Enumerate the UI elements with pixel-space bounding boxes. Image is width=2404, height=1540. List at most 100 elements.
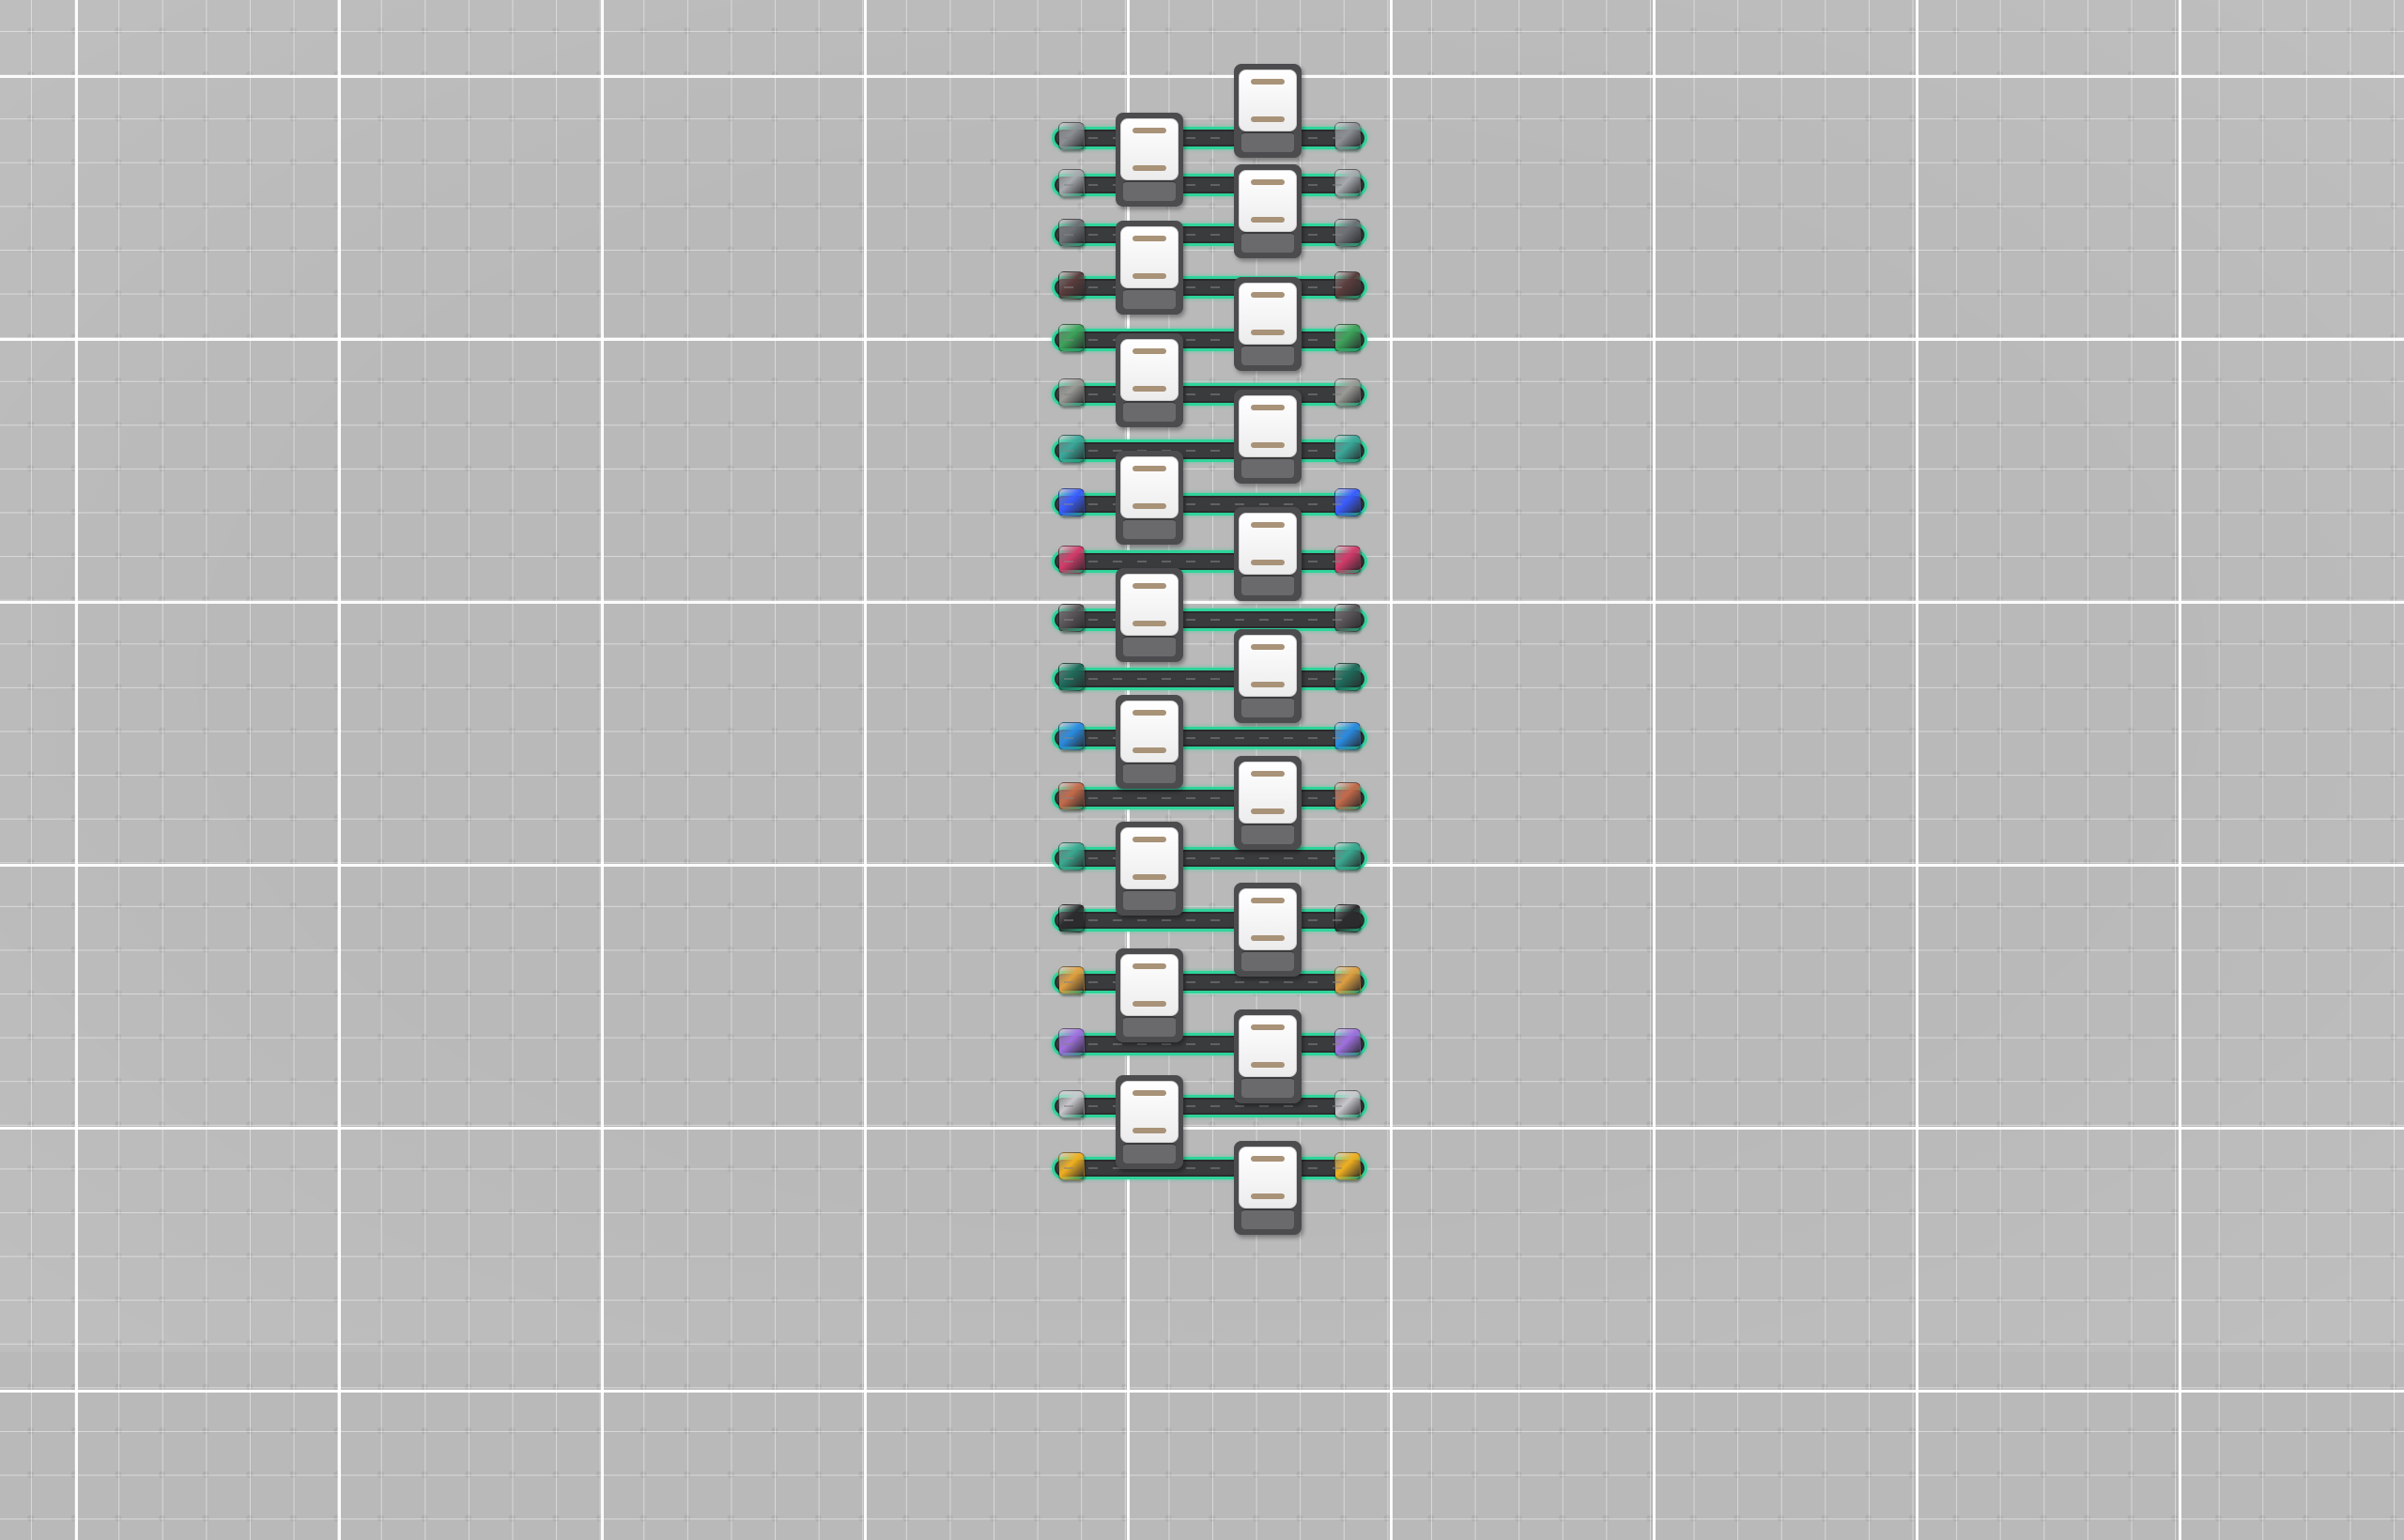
assembler-machine[interactable] [1234, 629, 1302, 723]
assembler-machine[interactable] [1234, 507, 1302, 601]
conveyor-belt[interactable] [1052, 842, 1367, 870]
thruster-icon[interactable] [1058, 1152, 1085, 1180]
conveyor-belt[interactable] [1052, 722, 1367, 750]
conveyor-belt[interactable] [1052, 122, 1367, 150]
assembler-machine[interactable] [1234, 1009, 1302, 1103]
conveyor-belt[interactable] [1052, 604, 1367, 632]
conveyor-belt[interactable] [1052, 782, 1367, 810]
conveyor-belt[interactable] [1052, 1152, 1367, 1180]
machine-base [1123, 401, 1176, 422]
assembler-machine[interactable] [1116, 221, 1183, 315]
copper-plate-icon[interactable] [1058, 782, 1085, 810]
energy-cell-icon[interactable] [1058, 488, 1085, 516]
assembler-machine[interactable] [1116, 695, 1183, 789]
teal-panel-icon[interactable] [1334, 435, 1361, 463]
concrete-block-icon[interactable] [1334, 378, 1361, 407]
conveyor-belt[interactable] [1052, 1028, 1367, 1056]
machine-housing [1120, 954, 1179, 1016]
steel-beam-icon[interactable] [1058, 1090, 1085, 1118]
machine-vent-icon [1133, 1090, 1166, 1096]
machine-vent-icon [1133, 236, 1166, 241]
carbon-mesh-icon[interactable] [1058, 904, 1085, 932]
machine-vent-icon [1251, 1156, 1285, 1162]
teal-sheet-icon[interactable] [1334, 842, 1361, 870]
assembler-machine[interactable] [1234, 390, 1302, 484]
motor-coil-icon[interactable] [1334, 271, 1361, 300]
carbon-mesh-icon[interactable] [1334, 904, 1361, 932]
machine-vent-icon [1133, 710, 1166, 716]
engine-module-icon[interactable] [1334, 604, 1361, 632]
machine-base [1241, 1077, 1294, 1098]
assembler-machine[interactable] [1116, 948, 1183, 1042]
teal-panel-icon[interactable] [1058, 435, 1085, 463]
machine-base [1241, 457, 1294, 478]
processor-chip-icon[interactable] [1334, 966, 1361, 994]
energy-cell-icon[interactable] [1334, 488, 1361, 516]
machine-housing [1239, 69, 1297, 131]
gear-icon[interactable] [1334, 219, 1361, 247]
metal-plate-icon[interactable] [1334, 122, 1361, 150]
conveyor-belt[interactable] [1052, 546, 1367, 574]
plasma-battery-icon[interactable] [1334, 722, 1361, 750]
engine-module-icon[interactable] [1058, 604, 1085, 632]
machine-vent-icon [1133, 128, 1166, 133]
conveyor-belt[interactable] [1052, 663, 1367, 691]
quantum-canister-icon[interactable] [1058, 1028, 1085, 1056]
conveyor-belt[interactable] [1052, 1090, 1367, 1118]
machine-vent-icon [1251, 808, 1285, 814]
machine-vent-icon [1251, 644, 1285, 650]
assembler-machine[interactable] [1234, 1141, 1302, 1235]
quantum-canister-icon[interactable] [1334, 1028, 1361, 1056]
machine-base [1241, 345, 1294, 365]
turbine-core-icon[interactable] [1058, 663, 1085, 691]
conveyor-belt[interactable] [1052, 324, 1367, 352]
circuit-board-icon[interactable] [1334, 324, 1361, 352]
assembler-machine[interactable] [1234, 883, 1302, 977]
processor-chip-icon[interactable] [1058, 966, 1085, 994]
metal-bracket-icon[interactable] [1058, 169, 1085, 197]
conveyor-belt[interactable] [1052, 219, 1367, 247]
plasma-battery-icon[interactable] [1058, 722, 1085, 750]
assembler-machine[interactable] [1116, 333, 1183, 427]
crystal-ore-icon[interactable] [1334, 546, 1361, 574]
conveyor-belt[interactable] [1052, 271, 1367, 300]
machine-housing [1120, 226, 1179, 288]
machine-base [1123, 518, 1176, 539]
assembler-machine[interactable] [1234, 64, 1302, 158]
copper-plate-icon[interactable] [1334, 782, 1361, 810]
conveyor-belt[interactable] [1052, 966, 1367, 994]
gear-icon[interactable] [1058, 219, 1085, 247]
metal-bracket-icon[interactable] [1334, 169, 1361, 197]
conveyor-belt[interactable] [1052, 378, 1367, 407]
assembler-machine[interactable] [1116, 568, 1183, 662]
conveyor-belt[interactable] [1052, 435, 1367, 463]
assembler-machine[interactable] [1234, 277, 1302, 371]
assembler-machine[interactable] [1116, 822, 1183, 916]
metal-plate-icon[interactable] [1058, 122, 1085, 150]
assembler-machine[interactable] [1234, 164, 1302, 258]
assembler-machine[interactable] [1234, 756, 1302, 850]
motor-coil-icon[interactable] [1058, 271, 1085, 300]
concrete-block-icon[interactable] [1058, 378, 1085, 407]
crystal-ore-icon[interactable] [1058, 546, 1085, 574]
conveyor-belt[interactable] [1052, 904, 1367, 932]
machine-vent-icon [1251, 522, 1285, 528]
machine-housing [1120, 456, 1179, 518]
steel-beam-icon[interactable] [1334, 1090, 1361, 1118]
conveyor-belt[interactable] [1052, 488, 1367, 516]
teal-sheet-icon[interactable] [1058, 842, 1085, 870]
circuit-board-icon[interactable] [1058, 324, 1085, 352]
thruster-icon[interactable] [1334, 1152, 1361, 1180]
conveyor-belt[interactable] [1052, 169, 1367, 197]
machine-vent-icon [1251, 79, 1285, 85]
assembler-machine[interactable] [1116, 1075, 1183, 1169]
turbine-core-icon[interactable] [1334, 663, 1361, 691]
machine-base [1241, 824, 1294, 844]
machine-base [1241, 232, 1294, 253]
machine-vent-icon [1251, 935, 1285, 941]
machine-base [1241, 950, 1294, 971]
assembler-machine[interactable] [1116, 451, 1183, 545]
machine-vent-icon [1133, 747, 1166, 753]
assembler-machine[interactable] [1116, 113, 1183, 207]
